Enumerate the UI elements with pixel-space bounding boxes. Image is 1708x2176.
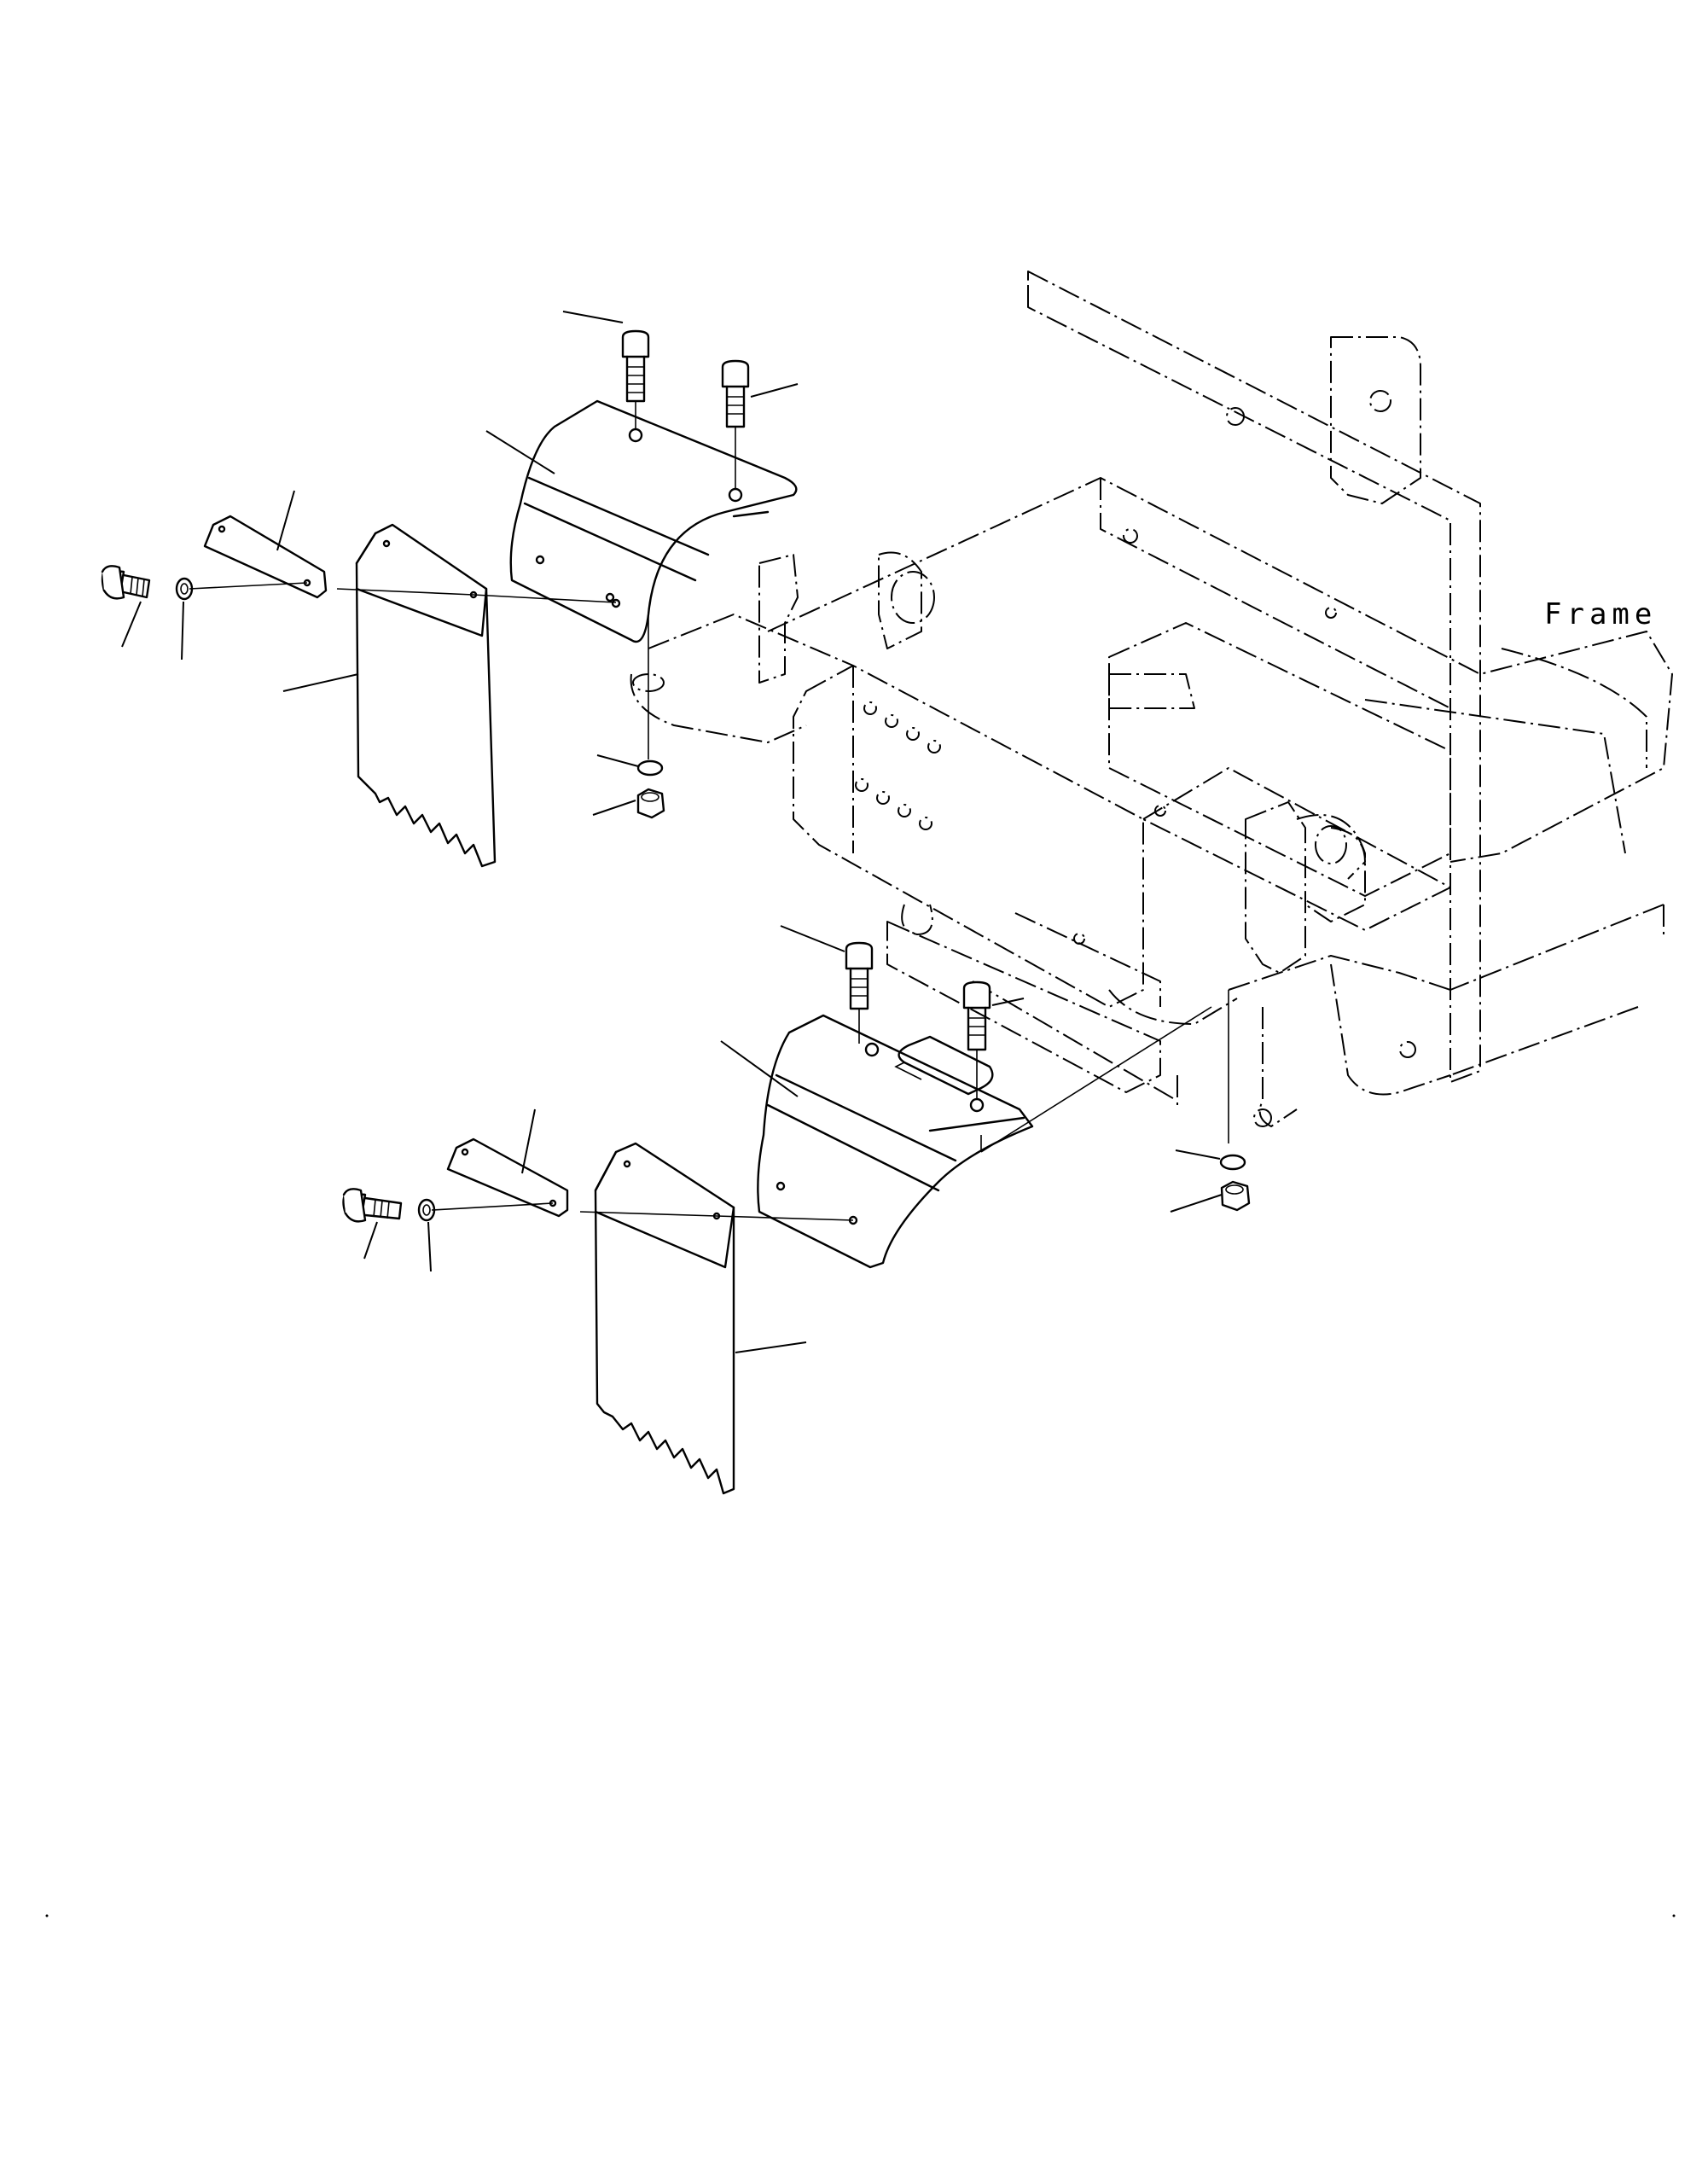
upper-bolt-2: [721, 359, 750, 428]
machine-frame: [630, 271, 1673, 1127]
lower-retainer-plate: [446, 1137, 569, 1218]
upper-flap-axis: [189, 582, 617, 603]
frame-label: Frame: [1544, 597, 1658, 631]
upper-mud-flap: [355, 523, 497, 868]
upper-nut: [636, 788, 665, 819]
lower-bolt-1: [845, 941, 874, 1010]
lower-mud-flap: [594, 1142, 735, 1495]
upper-retainer-plate: [203, 515, 328, 599]
lower-flap-bolt: [342, 1188, 403, 1223]
upper-flap-bolt: [101, 565, 151, 600]
upper-washer: [636, 759, 664, 777]
lower-nut: [1220, 1180, 1251, 1212]
lower-fender-bracket: [757, 1014, 1034, 1269]
frame-holes: [855, 701, 941, 830]
page-mark-left: [45, 1914, 49, 1917]
upper-bolt-1: [621, 329, 650, 403]
lower-mount-guide: [980, 1006, 1212, 1153]
callout-leaders: [121, 311, 1223, 1353]
upper-fender-bracket: [509, 399, 798, 643]
lower-bolt-2: [962, 980, 991, 1051]
lower-washer: [1219, 1154, 1246, 1171]
page-mark-right: [1672, 1914, 1676, 1917]
